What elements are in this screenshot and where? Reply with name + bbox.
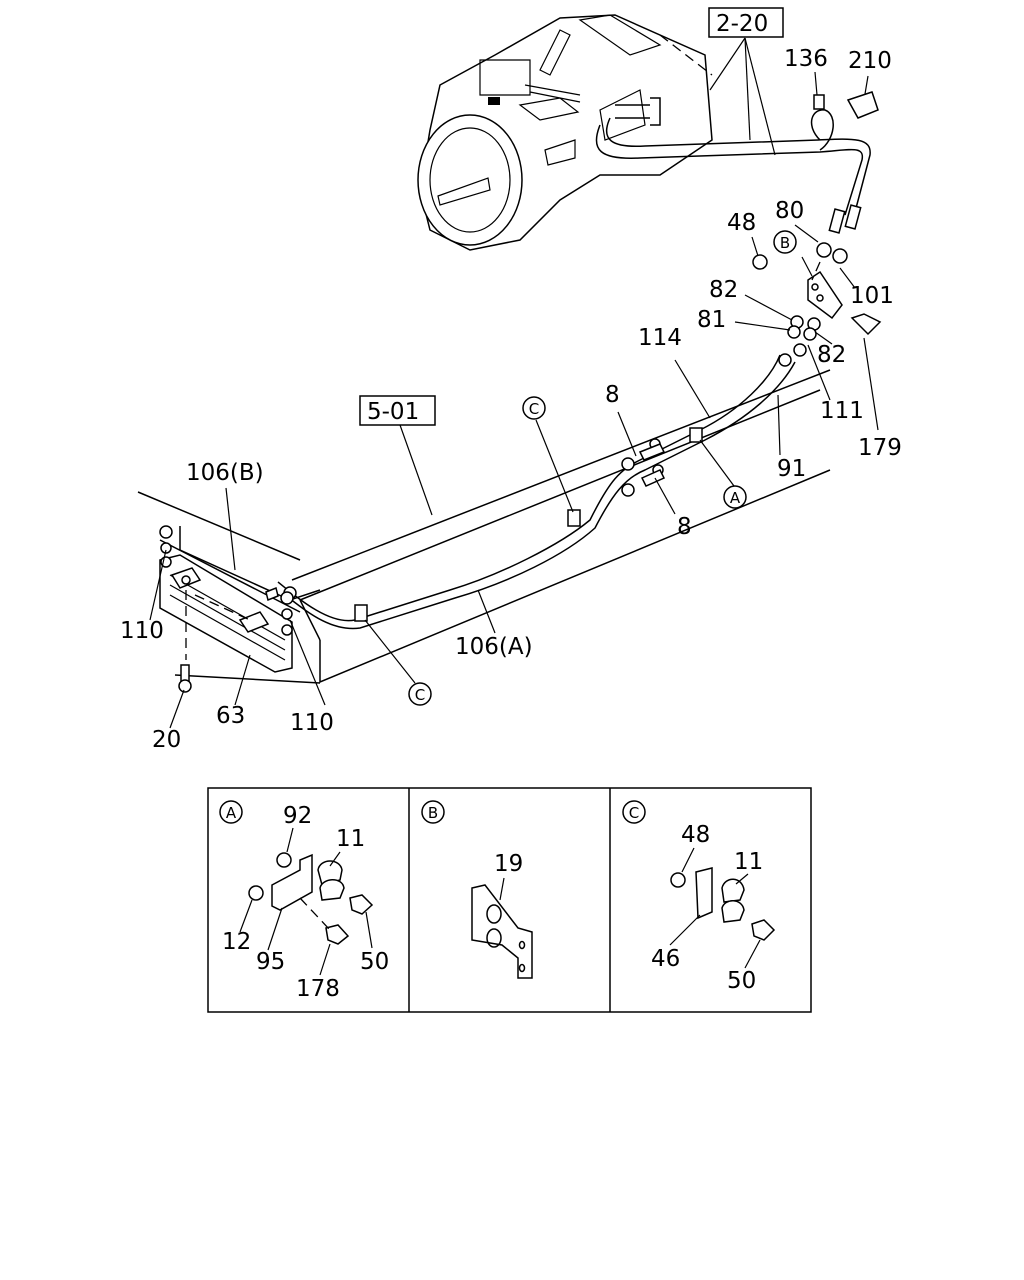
callout-81: 81 (697, 307, 726, 333)
inset-a-label-178: 178 (296, 976, 340, 1002)
inset-a-label-11: 11 (336, 826, 365, 852)
inset-a-marker: A (226, 804, 237, 822)
inset-b: B 19 (421, 800, 533, 979)
leader-lines (149, 37, 879, 729)
callout-8: 8 (605, 382, 620, 408)
ref-box-5-01 (359, 395, 436, 426)
inset-a-label-92: 92 (283, 803, 312, 829)
inset-a-label-50: 50 (360, 949, 389, 975)
callout-111: 111 (820, 398, 864, 424)
callout-63: 63 (216, 703, 245, 729)
callout-80: 80 (775, 198, 804, 224)
ref-5-01: 5-01 (367, 399, 419, 425)
callout-82: 82 (709, 277, 738, 303)
callout-8-b: 8 (677, 514, 692, 540)
callout-179: 179 (858, 435, 902, 461)
marker-a-circle (723, 485, 747, 509)
inset-c-marker: C (629, 804, 639, 822)
inset-a-label-95: 95 (256, 949, 285, 975)
frame-rail (137, 369, 831, 684)
marker-c: C (529, 400, 539, 418)
inset-b-marker: B (428, 804, 438, 822)
inset-c-label-11: 11 (734, 849, 763, 875)
callout-136: 136 (784, 46, 828, 72)
transmission-illustration (417, 14, 713, 251)
ref-box-2-20 (708, 7, 784, 38)
callout-82-b: 82 (817, 342, 846, 368)
marker-b-circle (773, 230, 797, 254)
callout-110: 110 (120, 618, 164, 644)
marker-c-circle (522, 396, 546, 420)
inset-c: C 48 11 46 50 (622, 800, 776, 994)
callout-210: 210 (848, 48, 892, 74)
callout-101: 101 (850, 283, 894, 309)
callout-91: 91 (777, 456, 806, 482)
callout-20: 20 (152, 727, 181, 753)
bracket-b-assembly (752, 242, 882, 341)
inset-panels (207, 787, 812, 1013)
ref-2-20: 2-20 (716, 11, 768, 37)
inset-c-label-46: 46 (651, 946, 680, 972)
marker-c2: C (415, 686, 425, 704)
marker-a: A (730, 489, 741, 507)
inset-b-label-19: 19 (494, 851, 523, 877)
callout-110-b: 110 (290, 710, 334, 736)
transmission-hoses (595, 91, 879, 234)
inset-c-label-48: 48 (681, 822, 710, 848)
marker-c2-circle (408, 682, 432, 706)
cooler-pipes (277, 343, 807, 630)
oil-cooler (159, 525, 294, 693)
inset-a: A 92 11 12 95 50 178 (219, 800, 389, 1002)
callout-106b: 106(B) (186, 460, 264, 486)
callout-48: 48 (727, 210, 756, 236)
callout-114: 114 (638, 325, 682, 351)
inset-a-label-12: 12 (222, 929, 251, 955)
inset-c-label-50: 50 (727, 968, 756, 994)
callout-106a: 106(A) (455, 634, 533, 660)
marker-b: B (780, 234, 790, 252)
